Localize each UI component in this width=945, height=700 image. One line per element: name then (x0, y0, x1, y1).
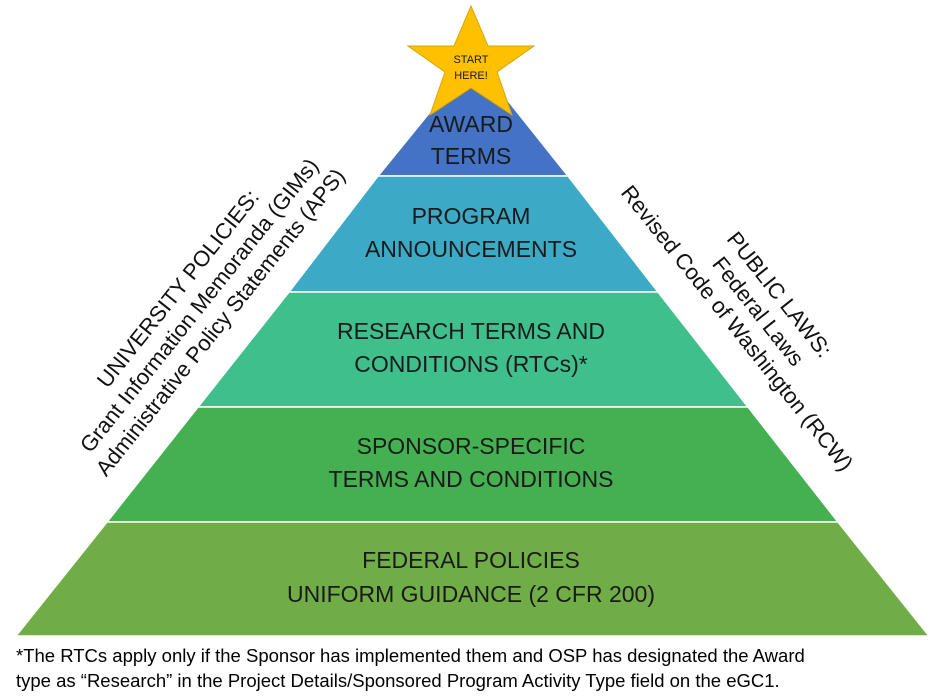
tier-sponsor-specific-line2: TERMS AND CONDITIONS (329, 466, 614, 492)
tier-sponsor-specific-shape (105, 406, 840, 523)
star-label-line2: HERE! (454, 70, 488, 82)
tier-program-announcements-line2: ANNOUNCEMENTS (365, 236, 577, 262)
tier-federal-policies-shape (14, 521, 931, 637)
tier-award-terms-line1: AWARD (429, 111, 513, 137)
tier-sponsor-specific-line1: SPONSOR-SPECIFIC (357, 433, 586, 459)
tier-research-terms-line2: CONDITIONS (RTCs)* (354, 351, 587, 377)
tier-program-announcements-line1: PROGRAM (412, 203, 531, 229)
tier-research-terms-shape (196, 291, 750, 408)
tier-research-terms-line1: RESEARCH TERMS AND (337, 318, 605, 344)
tier-federal-policies-line2: UNIFORM GUIDANCE (2 CFR 200) (287, 581, 655, 607)
start-star: START HERE! (406, 4, 536, 117)
footnote: *The RTCs apply only if the Sponsor has … (16, 643, 936, 693)
footnote-line2: type as “Research” in the Project Detail… (16, 670, 780, 691)
tier-federal-policies-line1: FEDERAL POLICIES (362, 547, 580, 573)
tier-award-terms-line2: TERMS (431, 143, 512, 169)
star-label-line1: START (453, 54, 488, 66)
star-icon (406, 4, 536, 117)
pyramid-diagram: START HERE! AWARD TERMS PROGRAM ANNOUNCE… (14, 4, 931, 637)
pyramid (14, 56, 931, 637)
footnote-line1: *The RTCs apply only if the Sponsor has … (16, 645, 805, 666)
tier-labels: AWARD TERMS PROGRAM ANNOUNCEMENTS RESEAR… (287, 111, 655, 607)
tier-program-announcements-shape (287, 175, 660, 293)
